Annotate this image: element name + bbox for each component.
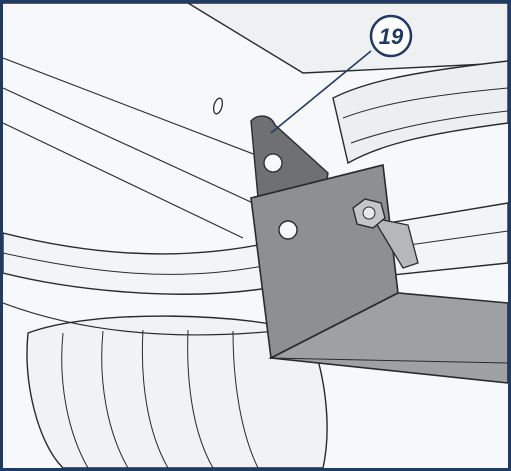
angle-bracket-flange — [268, 292, 508, 384]
tire-tread-lines — [61, 329, 259, 468]
bracket-hole — [278, 220, 298, 240]
callout-19: 19 — [369, 14, 413, 58]
cross-member — [332, 60, 508, 165]
bolt — [352, 198, 386, 229]
flange-edge — [270, 357, 508, 364]
callout-leader-line — [270, 50, 372, 134]
callout-label: 19 — [379, 24, 404, 49]
wheel-well-edge — [3, 302, 304, 336]
cross-member-lines — [342, 87, 508, 144]
panel-contour-lines — [3, 57, 304, 239]
bolt-face — [362, 206, 376, 220]
frame-rail-edge — [3, 230, 508, 275]
rear-bracket-hole — [263, 153, 283, 173]
retaining-clip — [371, 217, 419, 269]
mounting-hole-upper — [212, 97, 224, 115]
callout-circle — [369, 14, 413, 58]
technical-illustration: 19 — [3, 3, 508, 468]
